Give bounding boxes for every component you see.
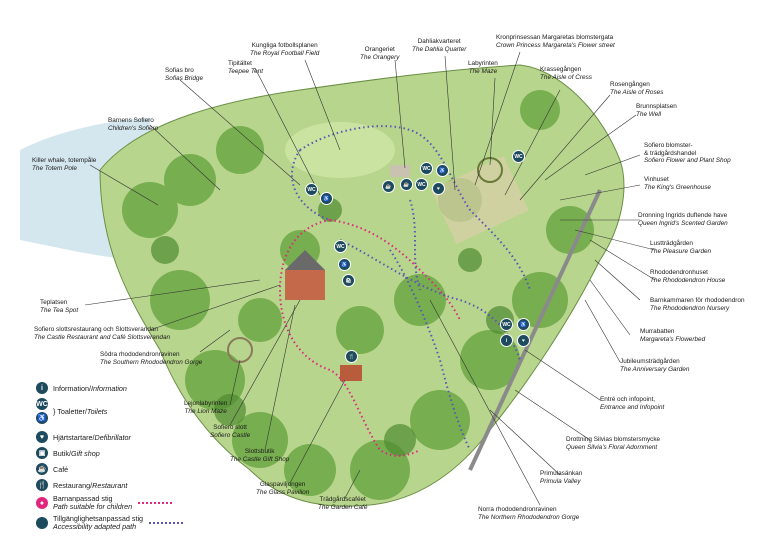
accessible-toilet-pin[interactable]: ♿ bbox=[320, 192, 333, 205]
legend-restaurant: 🍴 Restaurang/Restaurant bbox=[36, 479, 128, 491]
maze bbox=[477, 157, 503, 183]
wc-pin[interactable]: WC bbox=[512, 150, 525, 163]
legend-shop: ▣ Butik/Gift shop bbox=[36, 447, 100, 459]
lion-maze bbox=[227, 337, 253, 363]
child-path bbox=[278, 219, 461, 457]
castle bbox=[285, 250, 325, 300]
child-path-swatch bbox=[138, 502, 173, 504]
access-path bbox=[290, 125, 531, 451]
garden-beds bbox=[431, 155, 529, 245]
wc-icon: WC bbox=[36, 398, 48, 410]
restaurant-pin[interactable]: 🍴 bbox=[345, 350, 358, 363]
cup-icon: ☕ bbox=[36, 463, 48, 475]
wc-pin[interactable]: WC bbox=[420, 162, 433, 175]
wheelchair-icon: ♿ bbox=[36, 412, 48, 424]
label-restaurang: Sofiero slottsrestaurang och Slottsveran… bbox=[34, 326, 171, 341]
wc-pin[interactable]: WC bbox=[415, 178, 428, 191]
accessible-toilet-pin[interactable]: ♿ bbox=[436, 164, 449, 177]
heart-pin[interactable]: ♥ bbox=[432, 182, 445, 195]
accessible-toilet-pin[interactable]: ♿ bbox=[517, 318, 530, 331]
child-icon: ● bbox=[36, 497, 48, 509]
label-entre: Entré och infopoint,Entrance and Infopoi… bbox=[600, 396, 665, 411]
info-pin[interactable]: i bbox=[500, 334, 513, 347]
access-path-swatch bbox=[149, 522, 184, 524]
heart-icon: ♥ bbox=[36, 431, 48, 443]
info-icon: i bbox=[36, 382, 48, 394]
fork-knife-icon: 🍴 bbox=[36, 479, 48, 491]
orangery bbox=[390, 165, 410, 177]
wc-pin[interactable]: WC bbox=[305, 183, 318, 196]
legend-toilets: WC ♿ } Toaletter/Toilets bbox=[36, 398, 107, 424]
legend-cafe: ☕ Café bbox=[36, 463, 69, 475]
accessible-toilet-pin[interactable]: ♿ bbox=[338, 258, 351, 271]
cafe-pin[interactable]: ☕ bbox=[400, 178, 413, 191]
leader-lines bbox=[84, 51, 656, 506]
legend-information: i Information/Information bbox=[36, 382, 127, 394]
bag-icon: ▣ bbox=[36, 447, 48, 459]
cafe-pin[interactable]: ☕ bbox=[382, 180, 395, 193]
wc-pin[interactable]: WC bbox=[334, 240, 347, 253]
railway bbox=[468, 189, 602, 471]
legend-defibrillator: ♥ Hjärtstartare/Defibrillator bbox=[36, 431, 131, 443]
accessibility-dot-icon bbox=[36, 517, 48, 529]
heart-pin[interactable]: ♥ bbox=[517, 334, 530, 347]
wc-pin[interactable]: WC bbox=[500, 318, 513, 331]
shop-pin[interactable]: 🛍 bbox=[342, 274, 355, 287]
glass-pavilion bbox=[340, 365, 362, 381]
